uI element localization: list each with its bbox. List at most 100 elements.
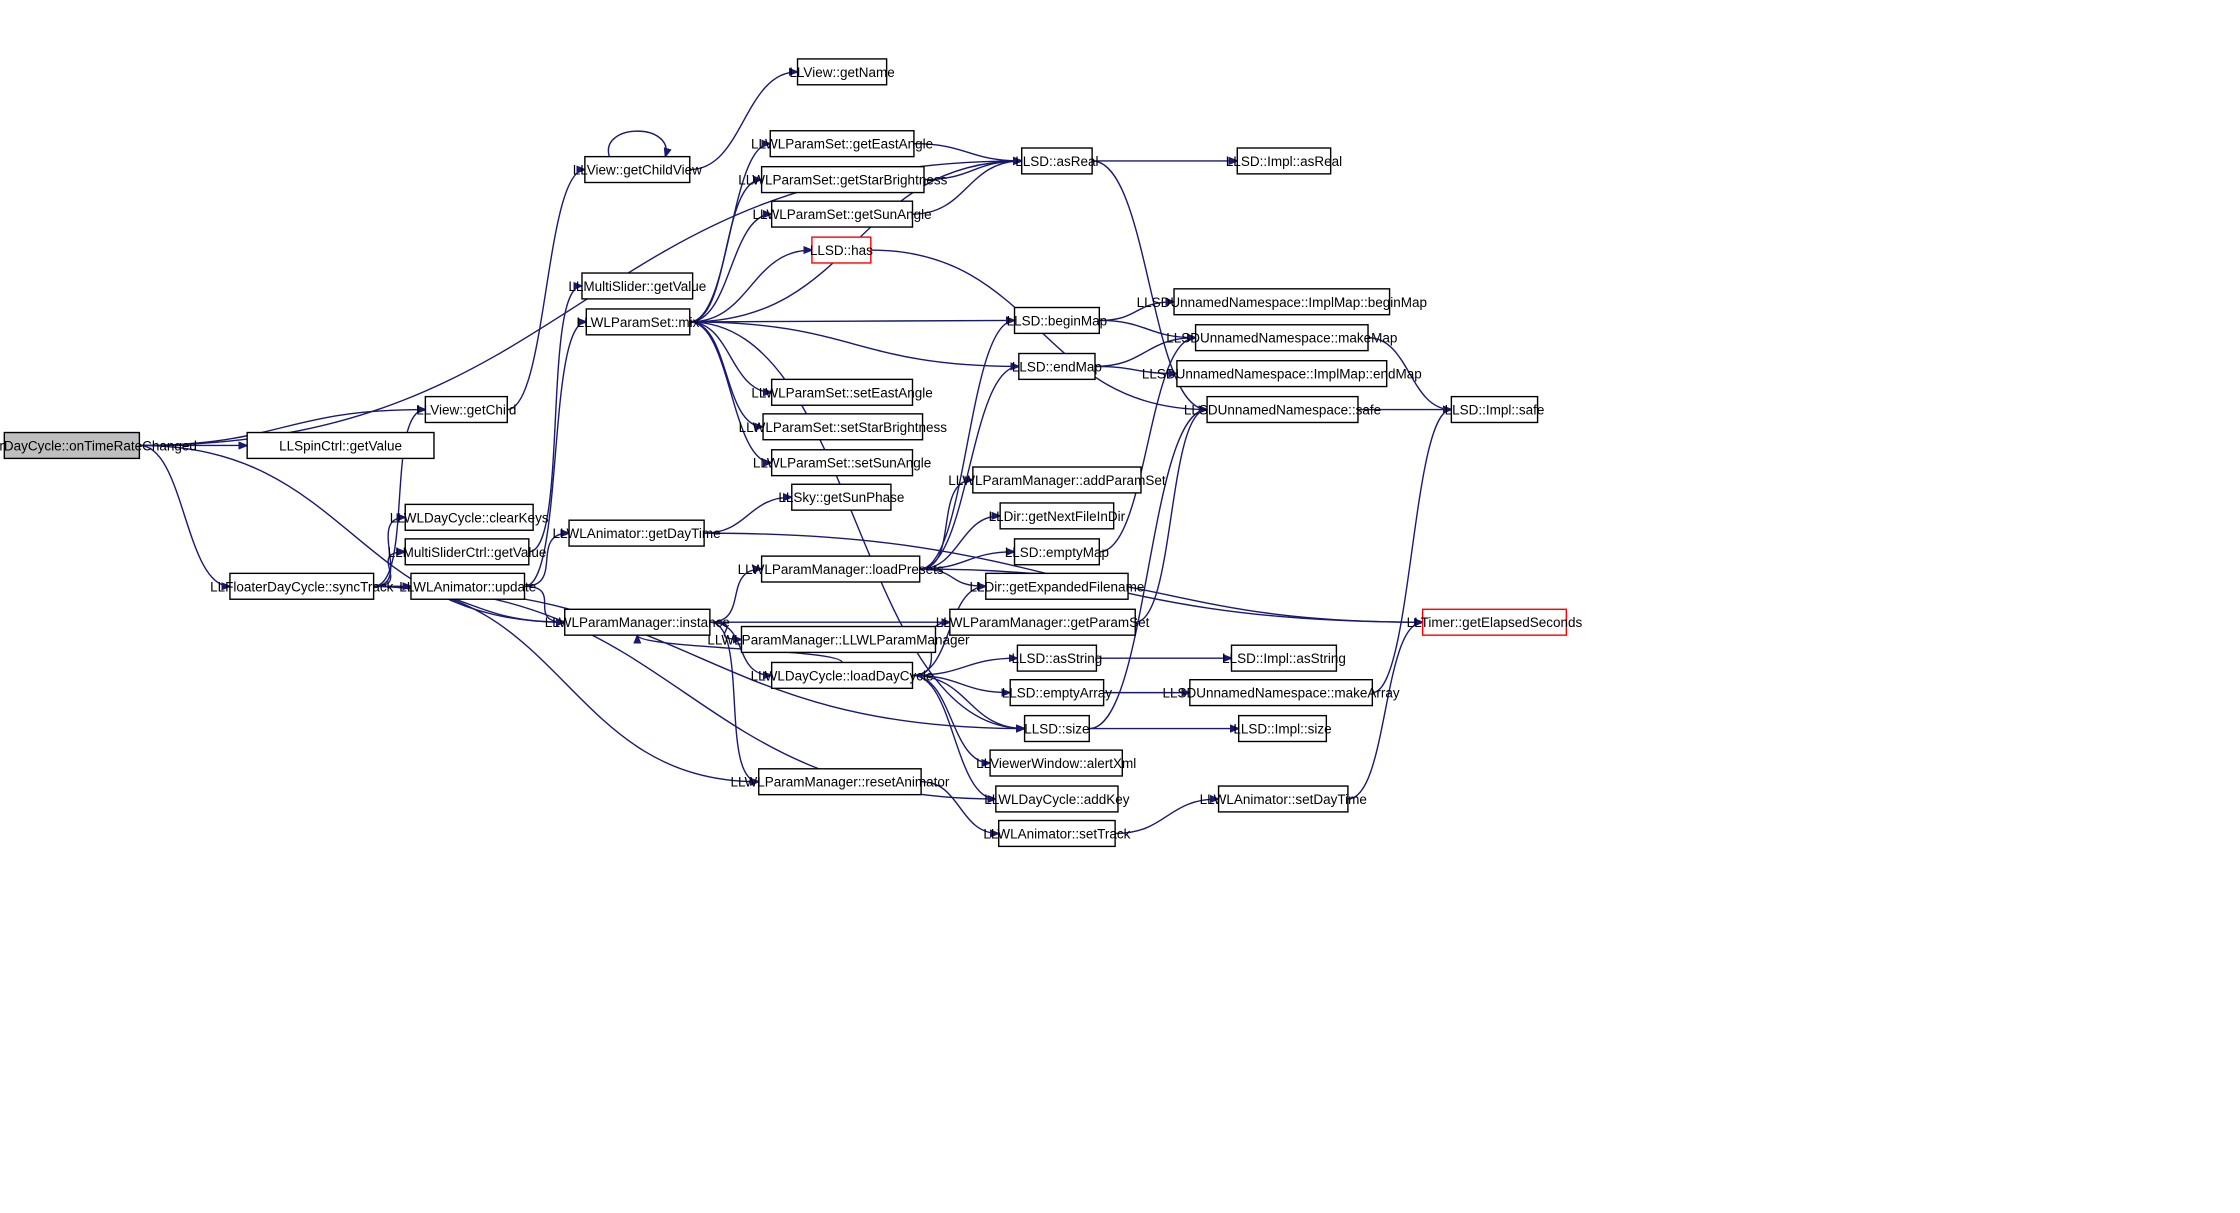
- node-setTrack[interactable]: LLWLAnimator::setTrack: [983, 819, 1131, 848]
- node-onTimeRateChanged[interactable]: LLFloaterDayCycle::onTimeRateChanged: [0, 431, 197, 460]
- edge-setTrack-to-setDayTime: [1115, 799, 1218, 835]
- node-implMapEndMap[interactable]: LLSDUnnamedNamespace::ImplMap::endMap: [1142, 359, 1422, 388]
- node-getStarBrightness[interactable]: LLWLParamSet::getStarBrightness: [738, 165, 948, 194]
- node-asReal[interactable]: LLSD::asReal: [1015, 147, 1099, 175]
- edge-loadDayCycle-to-alertXml: [912, 674, 990, 763]
- node-implAsReal[interactable]: LLSD::Impl::asReal: [1226, 147, 1342, 175]
- edge-arrow: [919, 568, 1423, 622]
- node-getExpandedFilename[interactable]: LLDir::getExpandedFilename: [969, 572, 1144, 600]
- node-label: LLSD::endMap: [1012, 359, 1102, 374]
- edge-size-to-nsSafe: [1089, 410, 1207, 730]
- edge-onTimeRateChanged-to-instance: [139, 444, 564, 622]
- node-loadDayCycle[interactable]: LLWLDayCycle::loadDayCycle: [751, 661, 934, 690]
- node-getDayTime[interactable]: LLWLAnimator::getDayTime: [553, 519, 721, 547]
- edge-syncTrack-to-viewGetChild: [373, 410, 426, 587]
- node-addParamSet[interactable]: LLWLParamManager::addParamSet: [948, 466, 1166, 494]
- edge-arrow: [637, 634, 843, 664]
- edge-arrow: [689, 180, 762, 323]
- node-implMapBeginMap[interactable]: LLSDUnnamedNamespace::ImplMap::beginMap: [1137, 288, 1427, 316]
- edge-mix-to-has: [689, 250, 812, 323]
- edge-arrow: [689, 320, 1015, 321]
- edge-makeMap-to-implSafe: [1368, 336, 1451, 410]
- node-addKey[interactable]: LLWLDayCycle::addKey: [984, 785, 1130, 813]
- node-implSafe[interactable]: LLSD::Impl::safe: [1445, 395, 1545, 424]
- node-animUpdate[interactable]: LLWLAnimator::update: [399, 572, 536, 600]
- node-makeArray[interactable]: LLSDUnnamedNamespace::makeArray: [1163, 679, 1400, 707]
- edge-arrow: [1099, 338, 1195, 553]
- edge-onTimeRateChanged-to-syncTrack: [139, 444, 230, 586]
- node-box: [584, 155, 691, 184]
- node-getElapsedSeconds[interactable]: LLTimer::getElapsedSeconds: [1407, 608, 1583, 636]
- node-syncTrack[interactable]: LLFloaterDayCycle::syncTrack: [210, 572, 394, 600]
- node-getChildView[interactable]: LLView::getChildView: [573, 155, 702, 184]
- node-viewGetChild[interactable]: LLView::getChild: [416, 395, 516, 424]
- edge-arrow: [912, 674, 1024, 728]
- node-getSunAngle[interactable]: LLWLParamSet::getSunAngle: [753, 200, 932, 228]
- node-msCtrlGetValue[interactable]: LLMultiSliderCtrl::getValue: [388, 538, 547, 566]
- edge-animUpdate-to-mix: [524, 322, 587, 587]
- node-size[interactable]: LLSD::size: [1023, 714, 1090, 743]
- node-label: LLWLDayCycle::clearKeys: [390, 510, 549, 525]
- node-setDayTime[interactable]: LLWLAnimator::setDayTime: [1200, 785, 1367, 813]
- edge-endMap-to-makeMap: [1094, 338, 1196, 368]
- node-box: [404, 503, 534, 531]
- node-msGetValue[interactable]: LLMultiSlider::getValue: [568, 272, 706, 300]
- edge-arrow: [528, 286, 582, 553]
- node-spinGetValue[interactable]: LLSpinCtrl::getValue: [246, 431, 435, 460]
- edge-arrow: [524, 533, 570, 587]
- node-loadPresets[interactable]: LLWLParamManager::loadPresets: [738, 555, 944, 583]
- node-setEastAngle[interactable]: LLWLParamSet::setEastAngle: [751, 378, 933, 406]
- node-instance[interactable]: LLWLParamManager::instance: [545, 608, 730, 636]
- edge-loadDayCycle-to-size: [912, 674, 1024, 728]
- edge-resetAnimator-to-setTrack: [921, 781, 999, 834]
- node-mix[interactable]: LLWLParamSet::mix: [577, 308, 700, 336]
- node-box: [999, 502, 1115, 530]
- edge-loadDayCycle-to-instance: [637, 634, 843, 664]
- node-ctor[interactable]: LLWLParamManager::LLWLParamManager: [707, 625, 970, 654]
- node-label: LLWLParamManager::instance: [545, 615, 730, 630]
- node-label: LLTimer::getElapsedSeconds: [1407, 615, 1583, 630]
- edge-arrow: [912, 161, 1021, 215]
- node-implAsString[interactable]: LLSD::Impl::asString: [1222, 644, 1346, 672]
- node-getName[interactable]: LLView::getName: [789, 58, 895, 86]
- node-getSunPhase[interactable]: LLSky::getSunPhase: [778, 483, 904, 511]
- node-emptyArray[interactable]: LLSD::emptyArray: [1002, 679, 1113, 707]
- edge-getSunAngle-to-asReal: [912, 161, 1021, 215]
- edge-arrow: [921, 781, 999, 834]
- node-endMap[interactable]: LLSD::endMap: [1012, 352, 1102, 381]
- edge-layer: [139, 72, 1451, 834]
- node-box: [1173, 288, 1391, 316]
- node-beginMap[interactable]: LLSD::beginMap: [1007, 306, 1108, 335]
- node-label: LLSD::size: [1024, 722, 1089, 737]
- edge-arrow: [919, 320, 1015, 570]
- edge-arrow: [912, 658, 1017, 677]
- node-setSunAngle[interactable]: LLWLParamSet::setSunAngle: [753, 449, 931, 477]
- node-setStarBrightness[interactable]: LLWLParamSet::setStarBrightness: [739, 413, 948, 441]
- node-box: [791, 483, 892, 511]
- node-makeMap[interactable]: LLSDUnnamedNamespace::makeMap: [1166, 324, 1397, 352]
- node-getNextFileInDir[interactable]: LLDir::getNextFileInDir: [989, 502, 1126, 530]
- node-label: LLSD::Impl::safe: [1445, 403, 1545, 418]
- node-box: [760, 555, 921, 583]
- node-has[interactable]: LLSD::has: [810, 236, 873, 264]
- node-asString[interactable]: LLSD::asString: [1012, 644, 1103, 672]
- edge-asReal-to-nsSafe: [1092, 160, 1207, 410]
- node-box: [1450, 395, 1539, 424]
- node-resetAnimator[interactable]: LLWLParamManager::resetAnimator: [731, 768, 950, 796]
- node-getParamSet[interactable]: LLWLParamManager::getParamSet: [936, 608, 1150, 636]
- node-clearKeys[interactable]: LLWLDayCycle::clearKeys: [390, 503, 549, 531]
- node-box: [740, 625, 937, 654]
- edge-getChildView-to-getChildView: [607, 130, 666, 157]
- node-box: [1176, 359, 1388, 388]
- node-label: LLWLAnimator::setTrack: [983, 826, 1130, 841]
- node-label: LLSDUnnamedNamespace::makeMap: [1166, 331, 1397, 346]
- node-implSize[interactable]: LLSD::Impl::size: [1233, 714, 1332, 743]
- node-alertXml[interactable]: LLViewerWindow::alertXml: [976, 749, 1136, 777]
- edge-arrow: [913, 143, 1022, 161]
- node-label: LLWLParamSet::getStarBrightness: [738, 173, 947, 188]
- node-nsSafe[interactable]: LLSDUnnamedNamespace::safe: [1184, 395, 1381, 424]
- node-emptyMap[interactable]: LLSD::emptyMap: [1005, 538, 1109, 566]
- node-getEastAngle[interactable]: LLWLParamSet::getEastAngle: [751, 130, 933, 158]
- node-label: LLSD::has: [810, 243, 873, 258]
